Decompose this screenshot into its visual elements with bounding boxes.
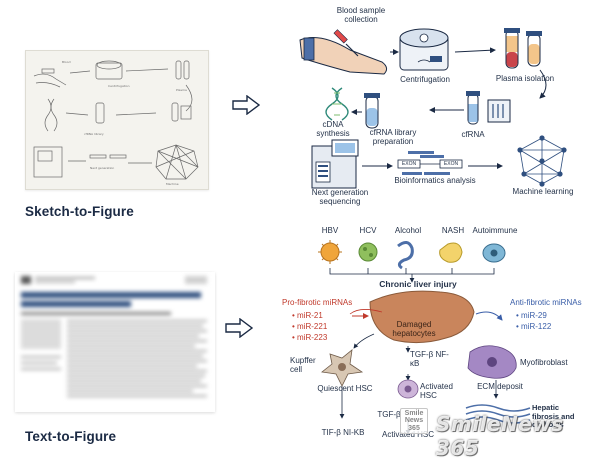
cause-alcohol: Alcohol bbox=[394, 226, 422, 235]
anti-mirna-1: • miR-29 bbox=[516, 311, 547, 320]
sketch-to-figure-label: Sketch-to-Figure bbox=[25, 204, 134, 219]
label-damaged-hepatocytes: Damaged hepatocytes bbox=[392, 320, 436, 339]
text-to-figure-label: Text-to-Figure bbox=[25, 429, 117, 444]
sketch-thumbnail: Blood Centrifugation Plasma cfRNA librar… bbox=[25, 50, 209, 190]
anti-mirna-2: • miR-122 bbox=[516, 322, 552, 331]
svg-text:Machine: Machine bbox=[166, 182, 179, 186]
cause-autoimmune: Autoimmune bbox=[472, 226, 518, 235]
label-blood-sample-collection: Blood sample collection bbox=[336, 6, 386, 25]
anti-fibrotic-title: Anti-fibrotic miRNAs bbox=[510, 298, 582, 307]
svg-text:Centrifugation: Centrifugation bbox=[108, 84, 130, 88]
label-chronic-liver-injury: Chronic liver injury bbox=[379, 279, 457, 289]
label-hepatic-fibrosis: Hepatic fibrosis and cirrhosis bbox=[532, 403, 575, 430]
label-next-generation-sequencing: Next generation sequencing bbox=[311, 188, 369, 207]
svg-text:Blood: Blood bbox=[62, 60, 71, 64]
fibrosis-graphics bbox=[318, 240, 531, 435]
label-exon-left: EXON bbox=[401, 161, 417, 167]
label-activated-hsc: Activated HSC bbox=[420, 382, 453, 401]
label-cfrna-library-preparation: cfRNA library preparation bbox=[369, 128, 417, 147]
liver-fibrosis-figure: HBV HCV Alcohol NASH Autoimmune Chronic … bbox=[270, 222, 600, 450]
transform-arrow-top bbox=[232, 95, 260, 115]
label-myofibroblast: Myofibroblast bbox=[520, 358, 568, 367]
svg-text:cfRNA library: cfRNA library bbox=[84, 132, 104, 136]
cause-hbv: HBV bbox=[321, 226, 339, 235]
label-tgf-nf: TGF-β NF-κB bbox=[410, 350, 449, 369]
label-kupffer-cell: Kupffer cell bbox=[290, 356, 316, 375]
label-exon-right: EXON bbox=[443, 161, 459, 167]
sketch-drawing: Blood Centrifugation Plasma cfRNA librar… bbox=[33, 60, 199, 186]
workflow-graphics bbox=[299, 28, 567, 189]
label-cdna-synthesis: cDNA synthesis bbox=[316, 120, 350, 139]
label-cfrna: cfRNA bbox=[461, 130, 485, 139]
label-machine-learning: Machine learning bbox=[512, 187, 574, 196]
label-quiescent-hsc: Quiescent HSC bbox=[317, 384, 373, 393]
watermark-text: SmileNews 365 bbox=[436, 412, 564, 460]
label-ecm-deposit: ECM deposit bbox=[477, 382, 523, 391]
svg-text:Next generation: Next generation bbox=[90, 166, 114, 170]
transform-arrow-bottom bbox=[225, 318, 253, 338]
label-tgf-beta: TGF-β bbox=[377, 410, 401, 419]
label-tif-nkb: TIF-β NI-KB bbox=[321, 428, 365, 437]
cause-hcv: HCV bbox=[359, 226, 377, 235]
pro-mirna-3: • miR-223 bbox=[292, 333, 328, 342]
cfrna-workflow-figure: Blood sample collection Centrifugation P… bbox=[290, 0, 600, 210]
watermark-badge-line-1: Smile bbox=[404, 410, 424, 417]
label-bioinformatics-analysis: Bioinformatics analysis bbox=[394, 176, 476, 185]
watermark-badge: Smile News 365 bbox=[400, 408, 428, 435]
watermark-badge-line-3: 365 bbox=[408, 424, 420, 432]
pro-mirna-1: • miR-21 bbox=[292, 311, 323, 320]
watermark-badge-line-2: News bbox=[404, 417, 424, 425]
paper-thumbnail bbox=[15, 272, 215, 412]
cause-nash: NASH bbox=[441, 226, 465, 235]
pro-fibrotic-title: Pro-fibrotic miRNAs bbox=[282, 298, 353, 307]
svg-text:Plasma: Plasma bbox=[176, 88, 187, 92]
pro-mirna-2: • miR-221 bbox=[292, 322, 328, 331]
label-plasma-isolation: Plasma isolation bbox=[495, 74, 555, 83]
blurred-paper bbox=[21, 276, 207, 397]
label-centrifugation: Centrifugation bbox=[400, 75, 450, 84]
label-activated-hsc-bottom: Activated HSC bbox=[381, 430, 435, 439]
